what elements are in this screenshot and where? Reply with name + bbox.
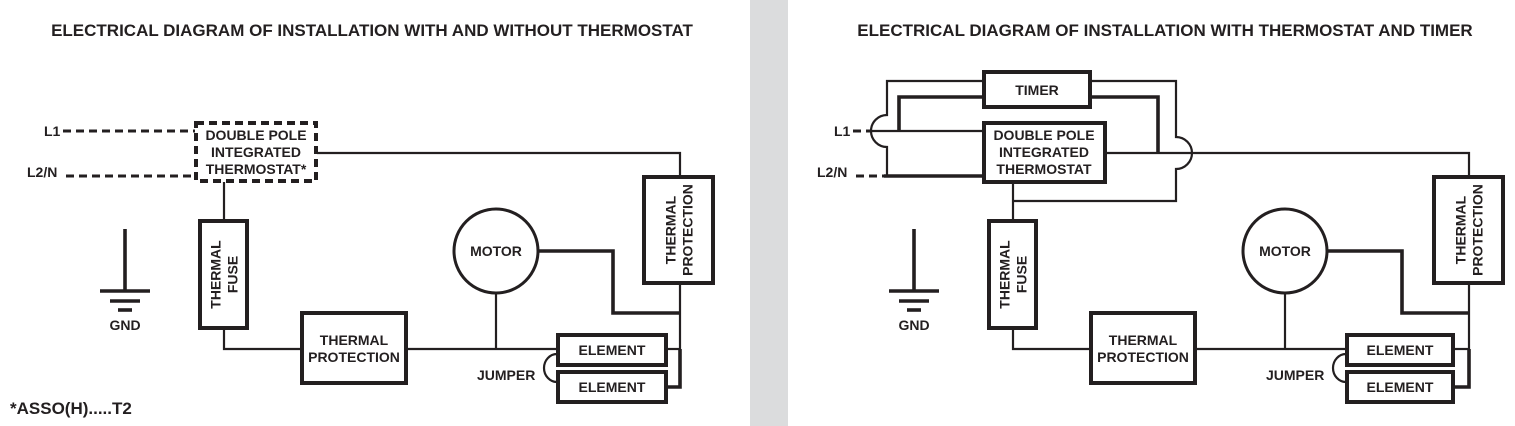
right-l2n-label: L2/N <box>817 164 847 180</box>
left-thermal-protection-bottom-line1: THERMAL <box>320 332 389 348</box>
right-element-1-box <box>1345 333 1455 367</box>
left-ground-icon <box>100 229 150 312</box>
left-thermal-protection-right-box <box>642 175 715 285</box>
panel-divider <box>750 0 788 426</box>
right-timer-box <box>982 70 1092 109</box>
right-motor-label: MOTOR <box>1259 243 1311 259</box>
right-thermal-fuse-box <box>987 219 1038 330</box>
right-timer-label: TIMER <box>1015 82 1059 98</box>
right-thermal-fuse-line1: THERMAL <box>997 240 1013 309</box>
left-thermal-fuse-line1: THERMAL <box>208 240 224 309</box>
left-footnote: *ASSO(H).....T2 <box>10 399 132 418</box>
right-thermostat-line3: THERMOSTAT <box>996 161 1092 177</box>
right-wire-timer-inner-left <box>897 95 983 131</box>
left-thermostat-line1: DOUBLE POLE <box>205 127 306 143</box>
right-diagram-title: ELECTRICAL DIAGRAM OF INSTALLATION WITH … <box>857 21 1472 40</box>
right-thermal-protection-right-line1: THERMAL <box>1453 195 1469 264</box>
right-jumper-label: JUMPER <box>1266 367 1324 383</box>
left-jumper-loop <box>542 352 558 384</box>
right-ground-icon <box>889 229 939 312</box>
left-thermal-protection-bottom-line2: PROTECTION <box>308 349 400 365</box>
right-thermal-protection-bottom-line1: THERMAL <box>1109 332 1178 348</box>
left-thermal-protection-bottom-box <box>300 311 408 385</box>
right-element-2-box <box>1345 370 1455 404</box>
left-thermal-fuse-line2: FUSE <box>225 256 241 293</box>
left-wire-element2-right <box>666 349 682 389</box>
left-thermostat-box <box>194 121 318 183</box>
right-thermostat-line2: INTEGRATED <box>999 144 1089 160</box>
right-thermostat-line1: DOUBLE POLE <box>993 127 1094 143</box>
left-motor-circle <box>452 207 540 295</box>
right-ground-label: GND <box>898 317 929 333</box>
right-l1-label: L1 <box>834 123 851 139</box>
right-element-2-label: ELEMENT <box>1367 379 1434 395</box>
right-jumper-loop <box>1331 352 1347 384</box>
left-wire-motor-to-right <box>538 249 680 315</box>
left-ground-label: GND <box>109 317 140 333</box>
right-wire-thermostat-to-protection <box>1105 151 1471 177</box>
right-thermostat-box <box>982 121 1107 184</box>
left-thermal-protection-right-line1: THERMAL <box>663 195 679 264</box>
right-thermal-protection-right-box <box>1432 175 1505 285</box>
right-wire-element2-right <box>1453 349 1471 389</box>
right-wire-motor-to-right <box>1327 249 1469 315</box>
left-diagram: ELECTRICAL DIAGRAM OF INSTALLATION WITH … <box>10 21 715 418</box>
right-diagram: ELECTRICAL DIAGRAM OF INSTALLATION WITH … <box>817 21 1505 404</box>
left-thermostat-line2: INTEGRATED <box>211 144 301 160</box>
left-wire-thermostat-to-protection <box>317 151 682 177</box>
left-element-2-label: ELEMENT <box>579 379 646 395</box>
right-motor-circle <box>1241 207 1329 295</box>
left-diagram-title: ELECTRICAL DIAGRAM OF INSTALLATION WITH … <box>51 21 693 40</box>
left-element-2-box <box>556 370 668 404</box>
left-thermal-fuse-box <box>198 219 249 330</box>
right-wire-fuse-to-protection <box>1011 328 1091 351</box>
right-wire-timer-outer-left <box>869 79 983 176</box>
right-element-1-label: ELEMENT <box>1367 342 1434 358</box>
right-wire-timer-inner-right <box>1090 95 1160 153</box>
left-jumper-label: JUMPER <box>477 367 535 383</box>
left-l1-label: L1 <box>44 123 61 139</box>
left-wire-fuse-to-protection <box>222 328 302 351</box>
right-thermal-fuse-line2: FUSE <box>1014 256 1030 293</box>
left-thermostat-line3: THERMOSTAT* <box>206 161 307 177</box>
left-element-1-box <box>556 333 668 367</box>
right-thermal-protection-bottom-line2: PROTECTION <box>1097 349 1189 365</box>
left-thermal-protection-right-line2: PROTECTION <box>680 184 696 276</box>
left-l2n-label: L2/N <box>27 164 57 180</box>
right-thermal-protection-right-line2: PROTECTION <box>1470 184 1486 276</box>
left-motor-label: MOTOR <box>470 243 522 259</box>
right-thermal-protection-bottom-box <box>1089 311 1197 385</box>
left-element-1-label: ELEMENT <box>579 342 646 358</box>
